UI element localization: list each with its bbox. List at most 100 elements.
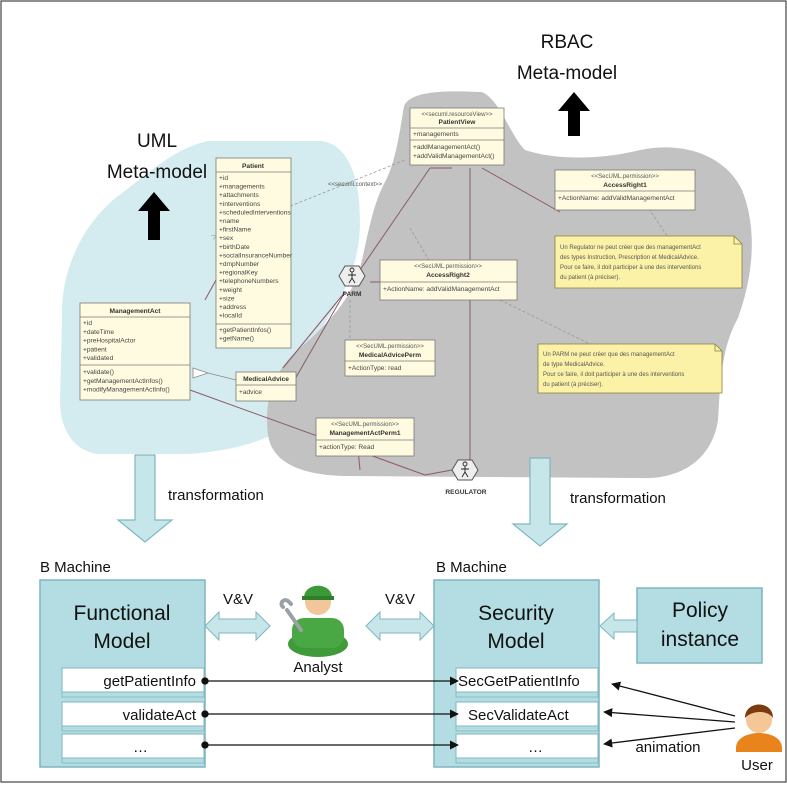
class-management-act-perm1: <<SecUML.permission>> ManagementActPerm1… (315, 417, 415, 457)
policy-instance-title: instance (661, 628, 739, 651)
security-op: SecGetPatientInfo (458, 673, 580, 690)
class-attribute: +interventions (219, 201, 261, 208)
note-line: de type MedicalAdvice. (543, 362, 605, 368)
class-name: MedicalAdvice (243, 376, 289, 383)
class-operation: +validate() (83, 369, 114, 376)
functional-op: … (133, 739, 148, 756)
b-machine-label-right: B Machine (436, 559, 507, 576)
class-attribute: +localId (219, 313, 242, 320)
class-operation: +addManagementAct() (413, 144, 480, 151)
class-name: Patient (242, 163, 265, 170)
class-attribute: +patient (83, 346, 107, 353)
security-model-title: Model (487, 630, 544, 653)
class-operation: +getPatientInfos() (219, 327, 271, 334)
b-machine-label-left: B Machine (40, 559, 111, 576)
role-label: PARM (343, 291, 362, 298)
class-operation: +addValidManagementAct() (413, 153, 494, 160)
user-label: User (741, 757, 773, 774)
animation-label: animation (635, 739, 700, 756)
class-name: MedicalAdvicePerm (359, 352, 421, 359)
uml-up-arrow (138, 192, 170, 240)
security-model-title: Security (478, 602, 554, 625)
rbac-title-line2: Meta-model (517, 63, 617, 84)
role-regulator: REGULATOR (445, 459, 487, 496)
class-attribute: +telephoneNumbers (219, 278, 279, 285)
class-attribute: +managements (413, 131, 459, 138)
class-attribute: +size (219, 295, 235, 302)
stereotype: <<secuml.resourceView>> (422, 112, 493, 118)
stereotype: <<SecUML.permission>> (356, 344, 424, 350)
policy-instance-box: Policy instance (636, 587, 763, 664)
class-name: AccessRight2 (426, 272, 470, 279)
note-line: des types Instruction, Prescription et M… (560, 255, 699, 261)
class-attribute: +ActionName: addValidManagementAct (383, 286, 500, 293)
class-attribute: +firstName (219, 227, 251, 234)
class-attribute: +dmpNumber (219, 261, 260, 268)
class-attribute: +address (219, 304, 247, 311)
class-operations: +validate()+getManagementActInfos()+modi… (83, 369, 170, 394)
class-attributes: +id+dateTime+preHospitalActor+patient+va… (83, 320, 136, 362)
context-label: <<secuml.context>> (328, 182, 383, 188)
class-name: ManagementActPerm1 (329, 430, 400, 437)
class-medical-advice-perm: <<SecUML.permission>> MedicalAdvicePerm … (344, 339, 436, 377)
note-line: Un PARM ne peut créer que des management… (543, 352, 675, 358)
analyst-icon: Analyst (279, 585, 348, 676)
class-attribute: +advice (239, 389, 262, 396)
stereotype: <<SecUML.permission>> (414, 264, 482, 270)
policy-to-security-arrow (599, 611, 638, 641)
class-patient: Patient +id+managements+attachments+inte… (215, 157, 293, 349)
note-line: du patient (à préciser). (560, 275, 620, 281)
note-parm: Un PARM ne peut créer que des management… (537, 343, 723, 394)
rbac-up-arrow (558, 92, 590, 136)
transformation-label-right: transformation (570, 490, 666, 507)
uml-title-line2: Meta-model (107, 162, 207, 183)
class-attribute: +ActionType: read (348, 365, 402, 372)
class-attribute: +preHospitalActor (83, 338, 136, 345)
class-name: AccessRight1 (603, 182, 647, 189)
vv-label-left: V&V (223, 591, 253, 608)
class-attribute: +birthDate (219, 244, 250, 251)
class-operation: +modifyManagementActInfo() (83, 387, 170, 394)
functional-op: getPatientInfo (103, 673, 196, 690)
role-parm: PARM (338, 265, 366, 298)
security-op: SecValidateAct (468, 707, 569, 724)
class-attribute: +name (219, 218, 240, 225)
vv-arrow-left (204, 610, 271, 642)
note-regulator: Un Regulator ne peut créer que des manag… (554, 235, 743, 289)
class-operations: +getPatientInfos() +getName() (219, 327, 271, 343)
class-attribute: +attachments (219, 192, 259, 199)
functional-model-box: Functional Model getPatientInfo validate… (39, 579, 206, 768)
user-arrows (603, 681, 736, 748)
transformation-label-left: transformation (168, 487, 264, 504)
class-attribute: +scheduledInterventions (219, 209, 291, 216)
role-label: REGULATOR (445, 489, 486, 496)
rbac-title-line1: RBAC (541, 32, 594, 53)
security-op: … (528, 739, 543, 756)
class-attribute: +managements (219, 184, 265, 191)
class-operation: +getName() (219, 336, 254, 343)
security-model-box: Security Model SecGetPatientInfo SecVali… (433, 579, 600, 768)
functional-op: validateAct (123, 707, 197, 724)
policy-instance-title: Policy (672, 599, 729, 622)
uml-title-line1: UML (137, 131, 177, 152)
note-line: Un Regulator ne peut créer que des manag… (560, 245, 701, 251)
transformation-arrow-left (116, 454, 174, 543)
class-patient-view: <<secuml.resourceView>> PatientView +man… (409, 107, 505, 166)
note-line: Pour ce faire, il doit participer à une … (543, 372, 684, 378)
stereotype: <<SecUML.permission>> (331, 422, 399, 428)
note-line: Pour ce faire, il doit participer à une … (560, 265, 701, 271)
class-attribute: +ActionName: addValidManagementAct (558, 195, 675, 202)
class-attribute: +actionType: Read (319, 444, 375, 451)
user-icon: User (736, 704, 782, 774)
stereotype: <<SecUML.permission>> (591, 174, 659, 180)
class-access-right2: <<SecUML.permission>> AccessRight2 +Acti… (379, 259, 518, 301)
analyst-label: Analyst (293, 659, 343, 676)
class-medical-advice: MedicalAdvice +advice (235, 371, 297, 402)
class-management-act: ManagementAct +id+dateTime+preHospitalAc… (79, 302, 191, 401)
class-name: PatientView (439, 119, 477, 126)
class-access-right1: <<SecUML.permission>> AccessRight1 +Acti… (554, 169, 696, 211)
functional-model-title: Functional (74, 602, 171, 625)
class-attribute: +sex (219, 235, 234, 242)
